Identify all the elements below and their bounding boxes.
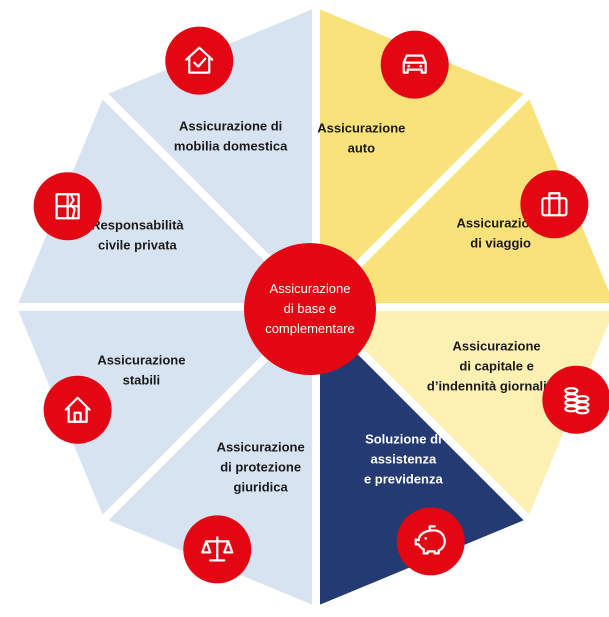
segment-label-line: Assicurazione xyxy=(217,440,305,455)
home-check-icon-glyph xyxy=(185,46,214,74)
segment-label-line: Assicurazione xyxy=(97,352,185,367)
segment-label-line: stabili xyxy=(123,372,161,387)
broken-window-icon xyxy=(33,172,102,241)
segment-stabili xyxy=(18,311,307,515)
icon-badge xyxy=(520,170,589,239)
coins-icon xyxy=(542,365,609,434)
house-icon-glyph xyxy=(64,396,91,423)
segment-label-line: Assicurazione di xyxy=(179,118,282,133)
icon-badge xyxy=(43,375,112,444)
segment-previdenza xyxy=(320,316,524,605)
segment-label-civile: Responsabilità civile privata xyxy=(91,218,184,253)
coins-icon-glyph xyxy=(564,387,590,415)
piggy-bank-icon xyxy=(396,507,465,576)
segment-viaggio xyxy=(325,99,609,303)
segment-label-line: giuridica xyxy=(234,480,289,495)
segment-capitale xyxy=(325,311,609,515)
piggy-bank-icon-glyph xyxy=(414,525,446,555)
segment-label-line: civile privata xyxy=(98,238,178,253)
segment-auto xyxy=(320,9,524,298)
segment-label-auto: Assicurazione auto xyxy=(317,120,405,155)
center-label-line: complementare xyxy=(265,321,355,336)
suitcase-icon xyxy=(520,170,589,239)
segment-label-giuridica: Assicurazione di protezione giuridica xyxy=(217,440,305,495)
center-label-line: Assicurazione xyxy=(270,281,351,296)
segment-label-line: Responsabilità xyxy=(91,218,184,233)
center-label: Assicurazione di base e complementare xyxy=(265,281,355,336)
segment-label-viaggio: Assicurazione di viaggio xyxy=(457,216,545,251)
segment-label-line: d’indennità giornaliera xyxy=(427,378,567,393)
car-icon-glyph xyxy=(402,54,427,74)
center-label-line: di base e xyxy=(284,301,337,316)
icon-badge xyxy=(165,26,234,95)
segment-label-previdenza: Soluzione di assistenza e previdenza xyxy=(364,432,444,487)
scales-icon xyxy=(183,515,252,584)
segment-label-line: Assicurazione xyxy=(453,338,541,353)
segment-label-mobilia: Assicurazione di mobilia domestica xyxy=(174,118,288,153)
icon-badge xyxy=(380,30,449,99)
segment-mobilia xyxy=(108,9,313,298)
segment-civile xyxy=(18,99,307,304)
suitcase-icon-glyph xyxy=(541,192,568,217)
car-icon xyxy=(380,30,449,99)
segment-label-line: e previdenza xyxy=(364,472,444,487)
segment-label-line: Assicurazione xyxy=(317,120,405,135)
segment-label-line: auto xyxy=(348,140,376,155)
icon-badge xyxy=(396,507,465,576)
segment-label-stabili: Assicurazione stabili xyxy=(97,352,185,387)
house-icon xyxy=(43,375,112,444)
segment-giuridica xyxy=(108,316,313,605)
segment-label-line: di protezione xyxy=(220,460,301,475)
segment-label-line: assistenza xyxy=(370,452,437,467)
broken-window-icon-glyph xyxy=(55,193,80,220)
home-check-icon xyxy=(165,26,234,95)
segment-label-line: di capitale e xyxy=(459,358,533,373)
scales-icon-glyph xyxy=(201,536,234,562)
segment-label-line: di viaggio xyxy=(470,236,531,251)
segments-layer xyxy=(18,9,609,605)
segment-label-line: mobilia domestica xyxy=(174,138,288,153)
segment-label-line: Assicurazione xyxy=(457,216,545,231)
center-layer: Assicurazione di base e complementare xyxy=(244,243,376,375)
center-circle xyxy=(244,243,376,375)
segment-label-line: Soluzione di xyxy=(365,432,442,447)
icons-layer xyxy=(33,26,609,584)
segment-label-capitale: Assicurazione di capitale e d’indennità gi… xyxy=(427,338,567,393)
